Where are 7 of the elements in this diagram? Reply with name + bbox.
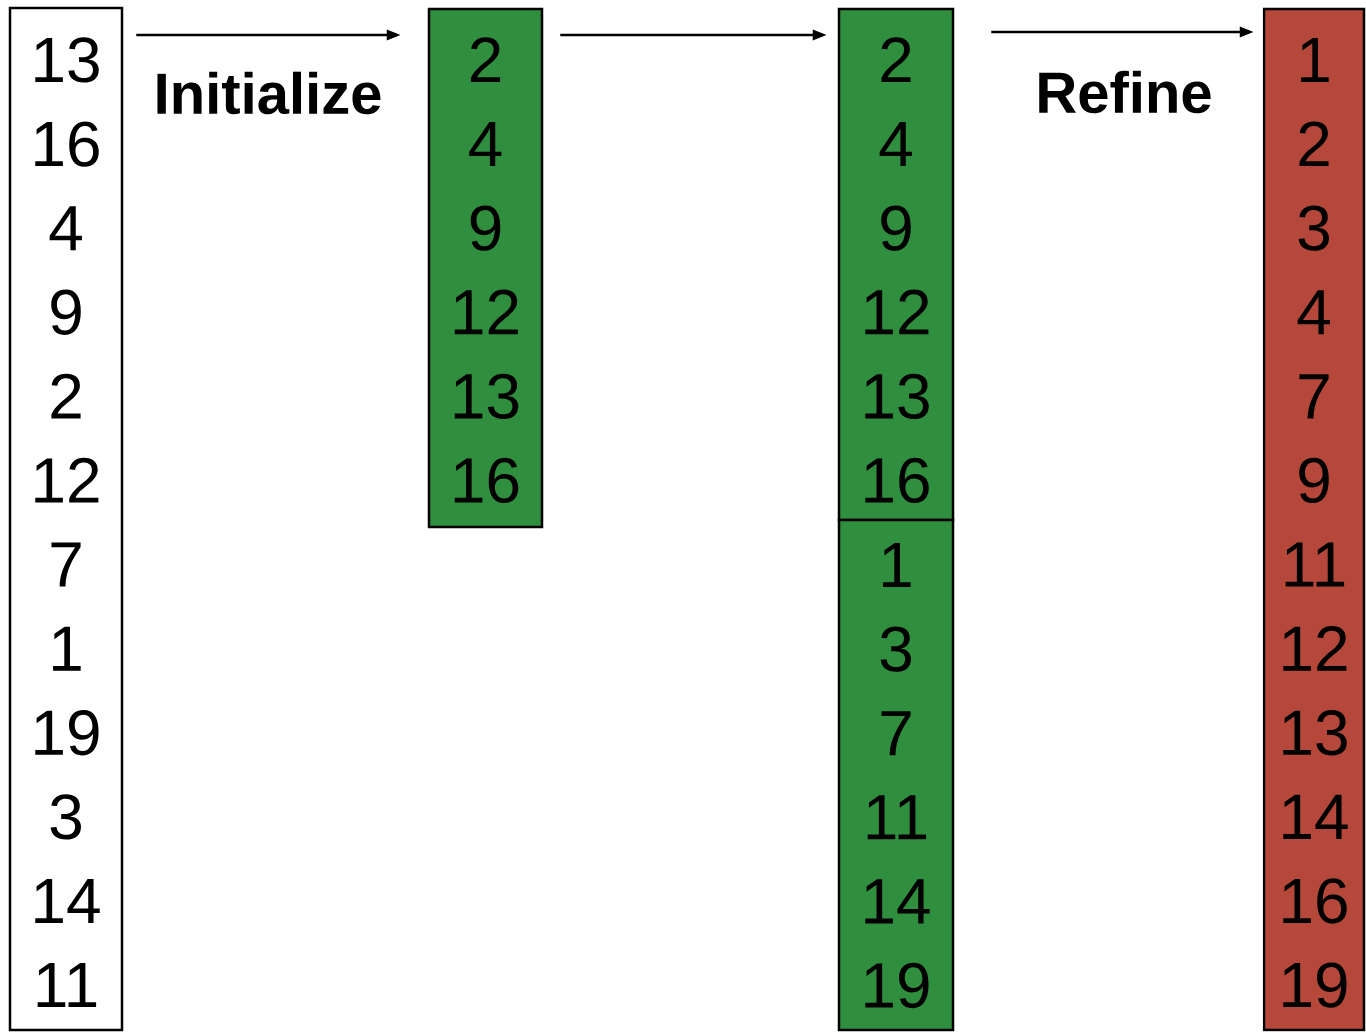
edge-label: Refine [1039, 70, 1211, 114]
number-column-box: 2 4 9 12 13 16 [837, 7, 955, 522]
number-column-box: 13 16 4 9 2 12 7 1 19 3 14 11 [8, 6, 124, 1032]
edge-label: Initialize [157, 71, 381, 115]
number-column-box: 1 3 7 11 14 19 [837, 518, 955, 1032]
number-column-box: 2 4 9 12 13 16 [427, 7, 544, 529]
number-column-box: 1 2 3 4 7 9 11 12 13 14 16 19 [1262, 7, 1366, 1032]
